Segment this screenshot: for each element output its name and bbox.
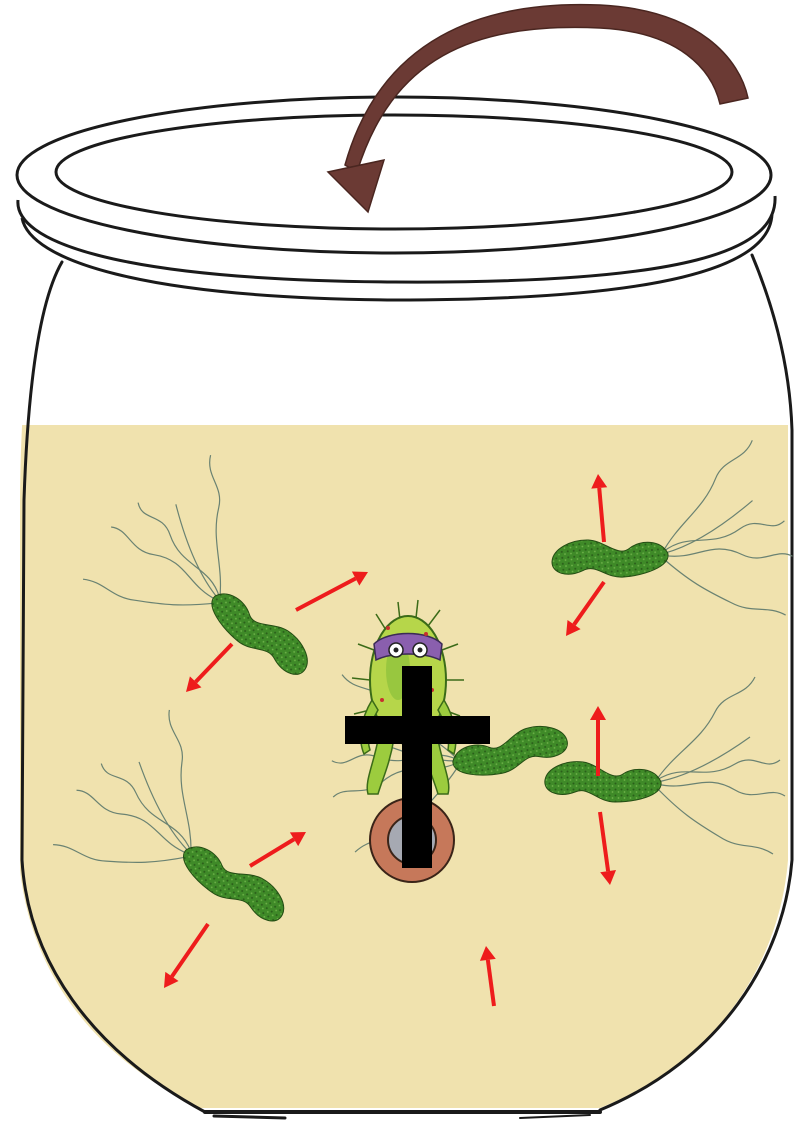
jar-lid xyxy=(17,97,775,300)
